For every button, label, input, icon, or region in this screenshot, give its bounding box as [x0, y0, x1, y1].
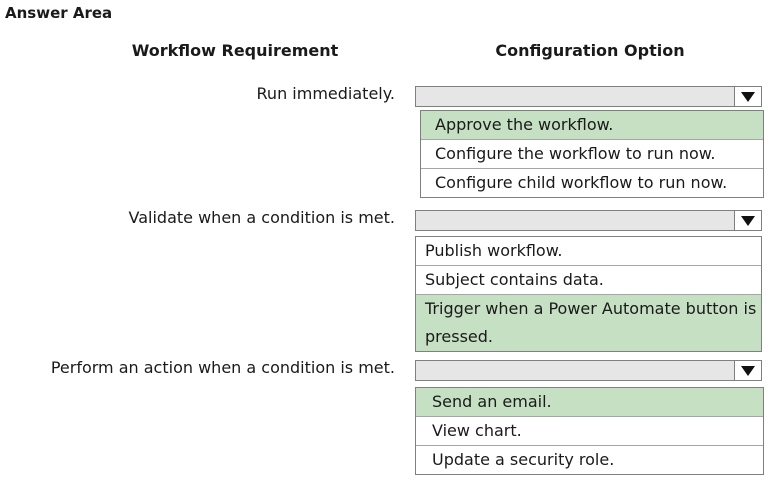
option-subject-contains-data[interactable]: Subject contains data.: [416, 266, 761, 295]
workflow-requirement-header: Workflow Requirement: [131, 41, 339, 60]
option-configure-workflow-run-now[interactable]: Configure the workflow to run now.: [421, 140, 763, 169]
options-list-run-immediately: Approve the workflow. Configure the work…: [420, 110, 764, 198]
options-list-perform-action: Send an email. View chart. Update a secu…: [415, 387, 764, 475]
options-list-validate-condition: Publish workflow. Subject contains data.…: [415, 236, 762, 352]
requirement-validate-condition: Validate when a condition is met.: [128, 208, 395, 227]
answer-area-title: Answer Area: [5, 4, 113, 22]
dropdown-perform-action[interactable]: [415, 360, 762, 381]
option-publish-workflow[interactable]: Publish workflow.: [416, 237, 761, 266]
triangle-down-icon[interactable]: [734, 361, 761, 380]
option-send-email[interactable]: Send an email.: [416, 388, 763, 417]
option-update-security-role[interactable]: Update a security role.: [432, 450, 615, 469]
option-approve-workflow[interactable]: Approve the workflow.: [421, 111, 763, 140]
requirement-perform-action: Perform an action when a condition is me…: [50, 358, 395, 377]
triangle-down-icon[interactable]: [734, 211, 761, 230]
triangle-down-icon[interactable]: [734, 87, 761, 106]
option-configure-child-workflow-run-now[interactable]: Configure child workflow to run now.: [435, 173, 728, 192]
configuration-option-header: Configuration Option: [495, 41, 685, 60]
dropdown-run-immediately[interactable]: [415, 86, 762, 107]
option-trigger-power-automate-button[interactable]: Trigger when a Power Automate button is …: [416, 295, 761, 351]
requirement-run-immediately: Run immediately.: [256, 84, 395, 103]
option-view-chart[interactable]: View chart.: [416, 417, 763, 446]
dropdown-validate-condition[interactable]: [415, 210, 762, 231]
